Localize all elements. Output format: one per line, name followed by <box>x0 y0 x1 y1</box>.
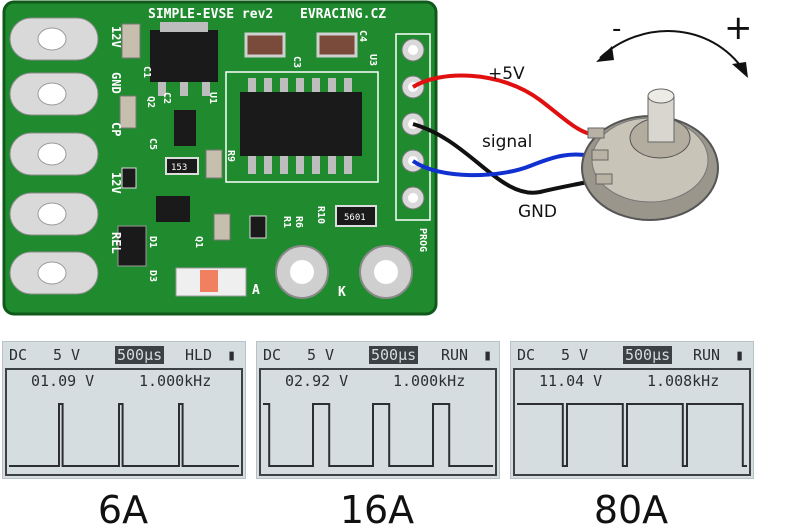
label-u3: U3 <box>367 54 378 66</box>
label-c1: C1 <box>141 66 152 78</box>
label-signal: signal <box>482 132 533 152</box>
scope-coupling: DC <box>9 346 28 364</box>
label-r9: R9 <box>225 150 236 162</box>
scope-mode: RUN <box>441 346 469 364</box>
label-r1: R1 <box>281 216 292 228</box>
arrow-right-icon <box>732 62 748 78</box>
board-title: SIMPLE-EVSE rev2 <box>148 7 273 22</box>
wire-power <box>411 73 591 136</box>
label-c2: C2 <box>161 92 172 104</box>
label-r10: R10 <box>315 206 326 224</box>
wiring-diagram <box>411 30 748 221</box>
label-r6: R6 <box>293 216 304 228</box>
pin-label-gnd: GND <box>109 72 123 94</box>
label-prog: PROG <box>417 228 428 252</box>
scope-timebase: 500µs <box>115 346 165 364</box>
scope-grid <box>259 368 497 476</box>
battery-icon: ▮ <box>227 346 237 364</box>
pwm-trace <box>9 403 239 467</box>
board-brand: EVRACING.CZ <box>300 7 386 22</box>
pwm-trace <box>517 403 747 467</box>
knob-minus: - <box>612 14 622 44</box>
scope-timebase: 500µs <box>623 346 673 364</box>
label-ground: GND <box>518 202 557 222</box>
wire-signal <box>411 152 593 178</box>
resistor-code-5601: 5601 <box>344 213 366 223</box>
scope-coupling: DC <box>263 346 282 364</box>
caption-current-1: 6A <box>97 488 149 532</box>
scope-volts: 5 V <box>53 346 81 364</box>
pin-label-cp: CP <box>109 122 123 136</box>
prog-header-outline <box>395 33 431 221</box>
scope-voltage: 11.04 V <box>539 372 603 390</box>
scope-voltage: 01.09 V <box>31 372 95 390</box>
caption-current-2: 16A <box>339 488 415 532</box>
regulator-chip <box>150 30 218 82</box>
scope-screen-3: DC 5 V 500µs RUN ▮ 11.04 V 1.008kHz <box>510 341 754 479</box>
scope-timebase: 500µs <box>369 346 419 364</box>
scope-waveform <box>9 403 239 467</box>
scope-grid <box>5 368 243 476</box>
knob-plus: + <box>724 8 753 48</box>
microcontroller-chip <box>240 92 362 156</box>
scope-waveform <box>263 403 493 467</box>
scope-volts: 5 V <box>561 346 589 364</box>
pin-label-12v-top: 12V <box>109 26 123 48</box>
pin-label-12v: 12V <box>109 172 123 194</box>
scope-frequency: 1.000kHz <box>393 372 466 390</box>
label-c4: C4 <box>357 30 368 42</box>
caption-current-3: 80A <box>593 488 669 532</box>
battery-icon: ▮ <box>735 346 745 364</box>
wire-ground <box>412 122 597 195</box>
scope-volts: 5 V <box>307 346 335 364</box>
terminal-pads <box>9 17 99 295</box>
label-q2: Q2 <box>145 96 156 108</box>
scope-coupling: DC <box>517 346 536 364</box>
label-u1: U1 <box>207 92 218 104</box>
label-c3: C3 <box>291 56 302 68</box>
resistor-code-153: 153 <box>171 163 187 173</box>
potentiometer <box>581 88 719 221</box>
scope-mode: HLD <box>185 346 213 364</box>
label-power: +5V <box>488 64 525 84</box>
evse-board: SIMPLE-EVSE rev2 EVRACING.CZ 12V GND CP … <box>2 0 438 316</box>
label-led-anode: A <box>252 283 260 298</box>
scope-screen-1: DC 5 V 500µs HLD ▮ 01.09 V 1.000kHz <box>2 341 246 479</box>
smd-components <box>117 23 377 297</box>
rotation-arc <box>599 30 746 73</box>
label-d3: D3 <box>147 270 158 282</box>
arrow-left-icon <box>596 46 614 62</box>
label-led-cathode: K <box>338 285 346 300</box>
label-d1: D1 <box>147 236 158 248</box>
battery-icon: ▮ <box>483 346 493 364</box>
scope-voltage: 02.92 V <box>285 372 349 390</box>
scope-waveform <box>517 403 747 467</box>
label-c5: C5 <box>147 138 158 150</box>
label-q1: Q1 <box>193 236 204 248</box>
pwm-trace <box>263 403 493 467</box>
scope-screen-2: DC 5 V 500µs RUN ▮ 02.92 V 1.000kHz <box>256 341 500 479</box>
scope-frequency: 1.008kHz <box>647 372 720 390</box>
scope-mode: RUN <box>693 346 721 364</box>
pin-label-rel: REL <box>109 232 123 254</box>
scope-frequency: 1.000kHz <box>139 372 212 390</box>
scope-grid <box>513 368 751 476</box>
